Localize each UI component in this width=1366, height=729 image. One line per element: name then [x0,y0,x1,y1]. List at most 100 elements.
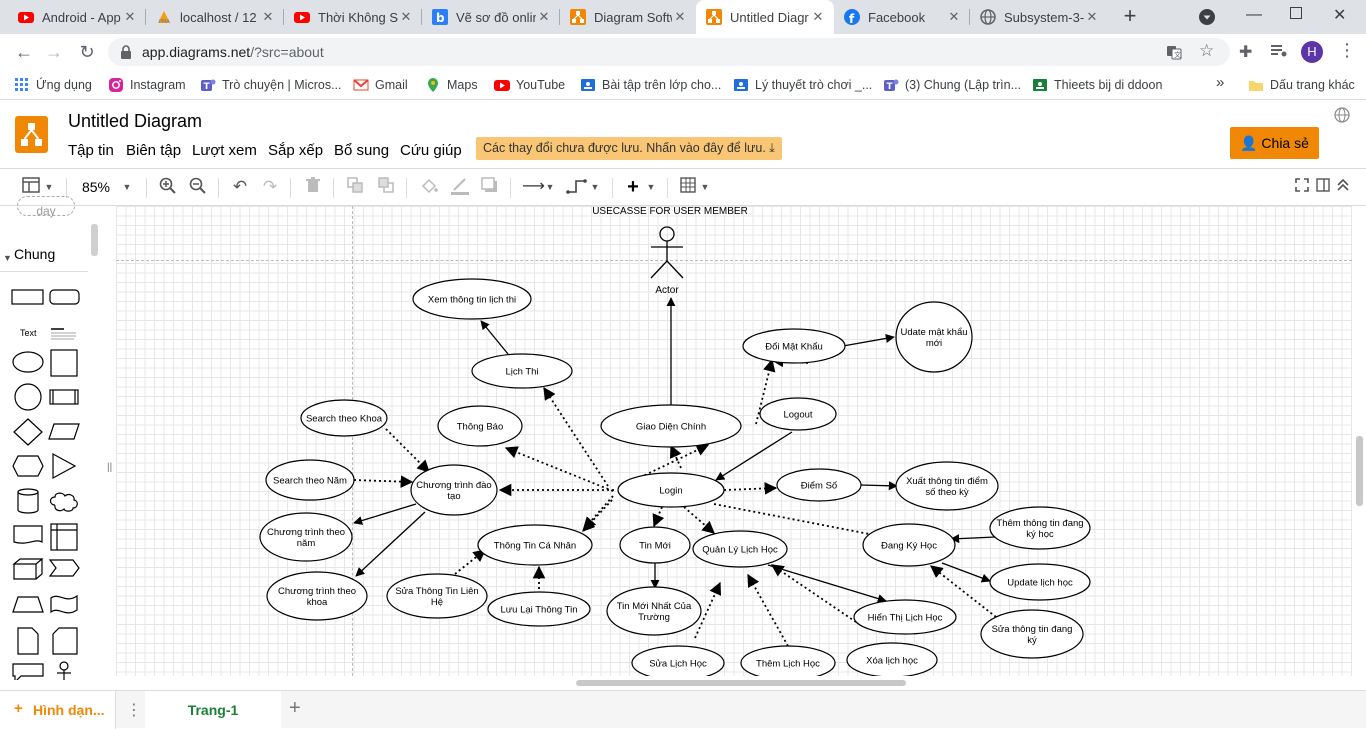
usecase-ellipse[interactable] [477,524,593,566]
diagram-connector[interactable] [755,358,776,425]
browser-menu-icon[interactable]: ⋮ [1338,40,1356,60]
url-text[interactable]: app.diagrams.net/?src=about [142,44,324,60]
usecase-ellipse[interactable] [895,301,973,373]
forward-icon[interactable]: → [45,42,63,62]
chevron-down-icon[interactable]: ▼ [646,182,656,192]
undo-icon[interactable]: ↶ [232,177,248,196]
usecase-hien-thi-lich-hoc[interactable]: Hiển Thị Lịch Học [853,599,957,635]
bookmark-item[interactable]: YouTube [494,77,565,93]
usecase-ellipse[interactable] [895,461,999,511]
close-icon[interactable]: ✕ [262,9,274,24]
reload-icon[interactable]: ↻ [79,42,95,62]
chevron-down-icon[interactable]: ▼ [700,182,710,192]
usecase-diem-so[interactable]: Điểm Số [776,468,862,502]
usecase-logout[interactable]: Logout [759,397,837,431]
diagram-connector[interactable] [454,549,486,575]
lock-icon[interactable] [120,45,132,64]
diagram-connector[interactable] [385,428,430,473]
language-globe-icon[interactable] [1334,107,1350,128]
shape-circle[interactable] [14,383,42,411]
diagram-title[interactable]: Untitled Diagram [68,111,203,131]
browser-tab[interactable]: Subsystem-3- ✕ [970,0,1108,34]
shape-card[interactable] [52,627,78,655]
shape-cloud[interactable] [49,492,78,512]
usecase-ellipse[interactable] [386,573,488,619]
menu-file[interactable]: Tập tin [68,142,114,159]
usecase-luu-lai-thong-tin[interactable]: Lưu Lại Thông Tin [487,591,591,627]
chevron-down-icon[interactable]: ▼ [545,182,555,192]
shape-document[interactable] [13,525,43,544]
fullscreen-icon[interactable] [1294,177,1310,197]
usecase-giao-dien-chinh[interactable]: Giao Diện Chính [600,404,742,448]
usecase-ellipse[interactable] [631,645,725,676]
shape-process[interactable] [49,389,79,405]
usecase-ellipse[interactable] [410,464,498,516]
usecase-sua-lich-hoc[interactable]: Sửa Lịch Học [631,645,725,676]
shape-cylinder[interactable] [17,488,39,514]
usecase-ellipse[interactable] [980,609,1084,659]
back-icon[interactable]: ← [15,42,33,62]
usecase-ellipse[interactable] [617,472,725,508]
table-icon[interactable] [680,177,696,197]
shape-textbox[interactable] [51,328,76,340]
shape-diamond[interactable] [13,418,43,446]
diagram-connector[interactable] [723,482,778,495]
other-bookmarks[interactable]: Dấu trang khác [1248,77,1355,93]
usecase-ellipse[interactable] [600,404,742,448]
shape-ellipse[interactable] [12,351,44,373]
diagram-connector[interactable] [353,503,417,525]
bookmark-item[interactable]: Gmail [353,77,408,93]
diagram-connector[interactable] [652,506,665,528]
diagram-connector[interactable] [583,495,614,530]
shape-tape[interactable] [50,594,78,614]
diagram-title[interactable]: USECASSE FOR USER MEMBER [592,206,748,217]
diagram-connector[interactable] [504,446,614,492]
close-icon[interactable]: ✕ [124,9,136,24]
sidebar-partial-shape[interactable]: day [17,196,75,218]
delete-icon[interactable] [304,177,322,197]
browser-tab[interactable]: f Facebook ✕ [834,0,970,34]
diagram-connector[interactable] [767,564,887,603]
browser-tab-active[interactable]: Untitled Diagr ✕ [696,0,834,34]
browser-tab[interactable]: Thời Không S ✕ [284,0,422,34]
shape-parallelogram[interactable] [48,423,80,440]
browser-tab[interactable]: PMA localhost / 12 ✕ [146,0,284,34]
menu-edit[interactable]: Biên tập [126,142,182,159]
usecase-ellipse[interactable] [846,642,938,676]
usecase-ellipse[interactable] [619,526,691,564]
more-shapes-button[interactable]: + Hình dạn... [0,691,116,729]
zoom-out-icon[interactable] [188,177,208,197]
usecase-ellipse[interactable] [776,468,862,502]
sidebar-scrollbar[interactable] [91,224,98,256]
line-color-icon[interactable] [450,177,470,197]
close-icon[interactable]: ✕ [812,9,824,24]
usecase-search-theo-khoa[interactable]: Search theo Khoa [300,399,388,437]
shape-trapezoid[interactable] [12,596,44,613]
shadow-icon[interactable] [481,177,499,197]
usecase-ellipse[interactable] [412,278,532,320]
usecase-thong-tin-ca-nhan[interactable]: Thông Tin Cá Nhân [477,524,593,566]
diagram-connector[interactable] [582,499,613,532]
diagram-connector[interactable] [353,475,414,488]
format-panel-icon[interactable] [20,177,42,197]
usecase-ellipse[interactable] [300,399,388,437]
waypoints-icon[interactable] [566,177,588,197]
diagram-connector[interactable] [694,581,722,639]
usecase-ellipse[interactable] [437,405,523,447]
share-button[interactable]: 👤 Chia sẻ [1230,127,1319,159]
insert-plus-icon[interactable]: + [627,176,639,198]
usecase-ellipse[interactable] [471,353,573,389]
usecase-them-lich-hoc[interactable]: Thêm Lịch Học [740,645,836,676]
shape-hexagon[interactable] [12,455,44,477]
page-tab-active[interactable]: Trang-1 [145,691,281,729]
new-tab-button[interactable]: + [1123,3,1137,28]
shape-rounded-rectangle[interactable] [49,289,80,305]
diagram-connector[interactable] [747,573,789,647]
close-window-icon[interactable]: ✕ [1333,7,1347,24]
